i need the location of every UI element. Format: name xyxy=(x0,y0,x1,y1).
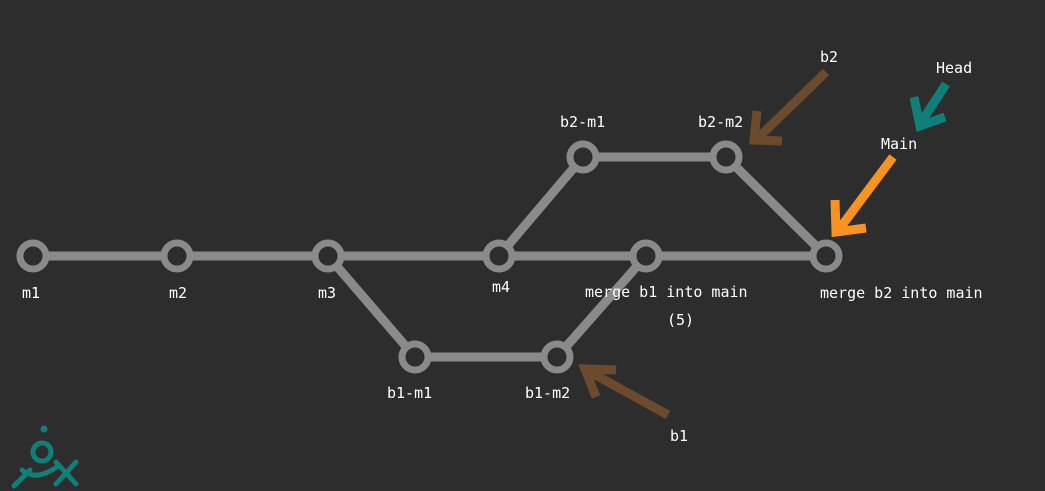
commit-nodes xyxy=(16,140,843,374)
label-merge-b1-note: (5) xyxy=(667,311,694,329)
commit-node-m1 xyxy=(16,239,50,273)
commit-node-b2-m2 xyxy=(709,140,743,174)
head-pointer-arrow xyxy=(909,81,950,132)
b1-pointer-arrow xyxy=(578,364,671,419)
label-b2-m2: b2-m2 xyxy=(698,113,743,131)
label-b1-m2: b1-m2 xyxy=(525,384,570,402)
commit-node-m2 xyxy=(160,239,194,273)
teal-brand-logo-icon xyxy=(11,425,79,489)
commit-labels: m1 m2 m3 m4 merge b1 into main (5) merge… xyxy=(22,113,983,402)
pointer-arrows xyxy=(578,68,950,419)
edge-b2-m2-merge-b2 xyxy=(721,152,831,261)
label-pointer-b2: b2 xyxy=(820,48,838,66)
commit-node-b1-m1 xyxy=(398,340,432,374)
label-pointer-main: Main xyxy=(881,135,917,153)
commit-node-b2-m1 xyxy=(566,140,600,174)
commit-node-merge-b1 xyxy=(629,239,663,273)
commit-node-m4 xyxy=(482,239,516,273)
label-m4: m4 xyxy=(492,278,510,296)
label-m2: m2 xyxy=(169,284,187,302)
edge-m4-b2-m1 xyxy=(494,152,588,261)
label-b2-m1: b2-m1 xyxy=(560,113,605,131)
label-m3: m3 xyxy=(318,284,336,302)
edge-b1-m2-merge-b1 xyxy=(552,251,651,362)
b2-pointer-arrow xyxy=(749,68,830,146)
label-merge-b2: merge b2 into main xyxy=(820,284,983,302)
label-m1: m1 xyxy=(22,284,40,302)
label-pointer-head: Head xyxy=(936,59,972,77)
commit-node-m3 xyxy=(311,239,345,273)
label-merge-b1: merge b1 into main xyxy=(585,283,748,301)
commit-edges xyxy=(28,152,831,362)
pointer-labels: b1 b2 Main Head xyxy=(670,48,972,445)
commit-node-merge-b2 xyxy=(809,239,843,273)
edge-m3-b1-m1 xyxy=(323,251,420,362)
main-pointer-arrow xyxy=(830,154,897,238)
commit-node-b1-m2 xyxy=(540,340,574,374)
label-b1-m1: b1-m1 xyxy=(387,384,432,402)
label-pointer-b1: b1 xyxy=(670,427,688,445)
